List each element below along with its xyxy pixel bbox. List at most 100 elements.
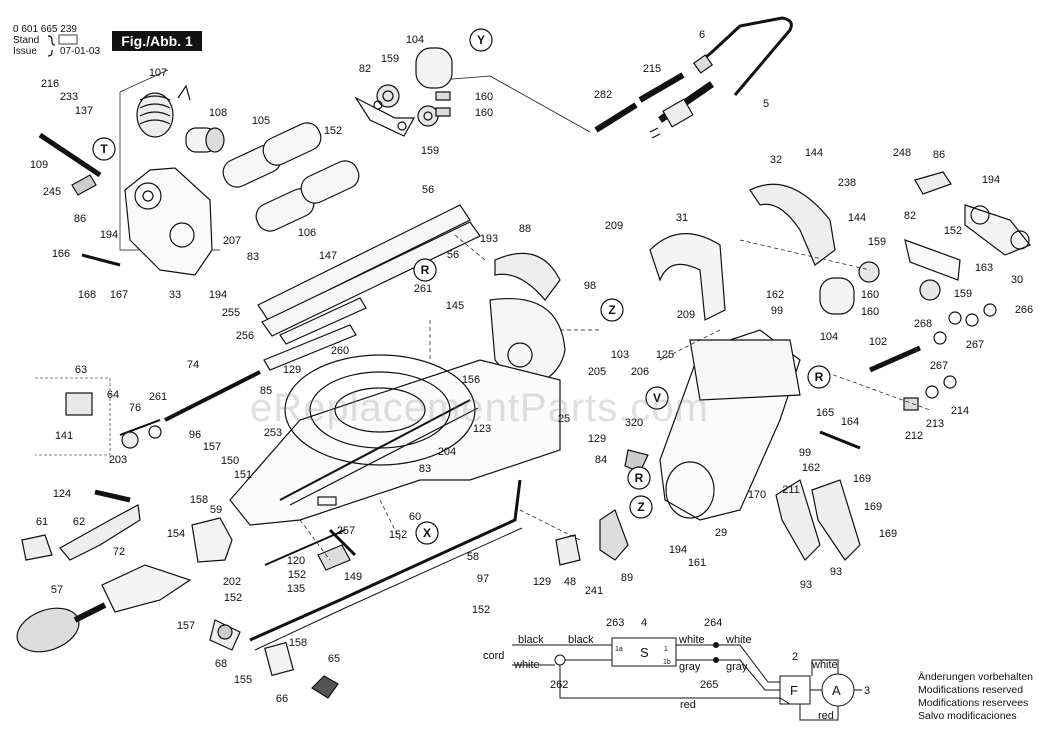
motor-label: A bbox=[832, 683, 841, 698]
part-label: 164 bbox=[841, 416, 859, 428]
part-label: 84 bbox=[595, 454, 607, 466]
wire-label-cord: cord bbox=[483, 650, 504, 662]
part-label: 209 bbox=[677, 309, 695, 321]
part-label: 104 bbox=[820, 331, 838, 343]
part-label: 202 bbox=[223, 576, 241, 588]
part-label: 159 bbox=[868, 236, 886, 248]
part-label: 160 bbox=[861, 289, 879, 301]
switch-terminal: 1 bbox=[664, 646, 668, 653]
part-label: 194 bbox=[100, 229, 118, 241]
part-label: 137 bbox=[75, 105, 93, 117]
part-label: 33 bbox=[169, 289, 181, 301]
part-label: 63 bbox=[75, 364, 87, 376]
part-label: 86 bbox=[74, 213, 86, 225]
callout-v: V bbox=[653, 391, 661, 405]
part-label: 152 bbox=[288, 569, 306, 581]
part-label: 159 bbox=[954, 288, 972, 300]
part-number: 0 601 665 239 bbox=[13, 24, 77, 35]
part-label: 48 bbox=[564, 576, 576, 588]
part-label: 215 bbox=[643, 63, 661, 75]
part-label: 264 bbox=[704, 617, 722, 629]
part-label: 162 bbox=[766, 289, 784, 301]
part-label: 99 bbox=[799, 447, 811, 459]
part-label: 65 bbox=[328, 653, 340, 665]
part-label: 267 bbox=[966, 339, 984, 351]
wire-label-red: red bbox=[818, 710, 834, 722]
part-label: 30 bbox=[1011, 274, 1023, 286]
part-label: 155 bbox=[234, 674, 252, 686]
part-label: 86 bbox=[933, 149, 945, 161]
part-label: 256 bbox=[236, 330, 254, 342]
part-label: 193 bbox=[480, 233, 498, 245]
part-label: 152 bbox=[224, 592, 242, 604]
part-label: 125 bbox=[656, 349, 674, 361]
part-label: 166 bbox=[52, 248, 70, 260]
part-label: 257 bbox=[337, 525, 355, 537]
part-label: 6 bbox=[699, 29, 705, 41]
part-label: 203 bbox=[109, 454, 127, 466]
part-label: 158 bbox=[190, 494, 208, 506]
part-label: 159 bbox=[421, 145, 439, 157]
callout-y: Y bbox=[477, 33, 485, 47]
part-label: 93 bbox=[800, 579, 812, 591]
filter-label: F bbox=[790, 683, 798, 698]
part-label: 61 bbox=[36, 516, 48, 528]
part-label: 241 bbox=[585, 585, 603, 597]
switch-terminal: 1b bbox=[663, 659, 671, 666]
part-label: 147 bbox=[319, 250, 337, 262]
part-label: 3 bbox=[864, 685, 870, 697]
part-label: 104 bbox=[406, 34, 424, 46]
part-label: 103 bbox=[611, 349, 629, 361]
part-label: 194 bbox=[982, 174, 1000, 186]
part-label: 169 bbox=[853, 473, 871, 485]
part-label: 209 bbox=[605, 220, 623, 232]
part-label: 141 bbox=[55, 430, 73, 442]
part-label: 150 bbox=[221, 455, 239, 467]
part-label: 156 bbox=[462, 374, 480, 386]
watermark: eReplacementParts.com bbox=[250, 386, 709, 430]
callout-z2: Z bbox=[637, 500, 644, 514]
part-label: 152 bbox=[389, 529, 407, 541]
part-label: 5 bbox=[763, 98, 769, 110]
part-label: 66 bbox=[276, 693, 288, 705]
part-label: 149 bbox=[344, 571, 362, 583]
part-label: 267 bbox=[930, 360, 948, 372]
part-label: 161 bbox=[688, 557, 706, 569]
part-label: 129 bbox=[283, 364, 301, 376]
part-label: 262 bbox=[550, 679, 568, 691]
part-label: 167 bbox=[110, 289, 128, 301]
callout-r1: R bbox=[421, 263, 430, 277]
part-label: 160 bbox=[475, 107, 493, 119]
part-label: 204 bbox=[438, 446, 456, 458]
part-label: 99 bbox=[771, 305, 783, 317]
part-label: 25 bbox=[558, 413, 570, 425]
part-label: 144 bbox=[848, 212, 866, 224]
note-line: Salvo modificaciones bbox=[918, 710, 1017, 722]
part-label: 29 bbox=[715, 527, 727, 539]
part-label: 169 bbox=[864, 501, 882, 513]
part-label: 266 bbox=[1015, 304, 1033, 316]
wire-label-white: white bbox=[678, 634, 705, 646]
part-label: 248 bbox=[893, 147, 911, 159]
wire-label-black: black bbox=[568, 634, 594, 646]
part-label: 57 bbox=[51, 584, 63, 596]
part-label: 56 bbox=[447, 249, 459, 261]
part-label: 32 bbox=[770, 154, 782, 166]
callout-r3: R bbox=[815, 370, 824, 384]
part-label: 151 bbox=[234, 469, 252, 481]
note-line: Änderungen vorbehalten bbox=[918, 671, 1034, 683]
part-label: 88 bbox=[519, 223, 531, 235]
part-label: 124 bbox=[53, 488, 71, 500]
part-label: 85 bbox=[260, 385, 272, 397]
wire-label-white: white bbox=[513, 659, 540, 671]
part-label: 135 bbox=[287, 583, 305, 595]
part-label: 152 bbox=[944, 225, 962, 237]
part-label: 255 bbox=[222, 307, 240, 319]
part-label: 154 bbox=[167, 528, 185, 540]
part-label: 106 bbox=[298, 227, 316, 239]
note-line: Modifications reserved bbox=[918, 684, 1024, 696]
part-label: 96 bbox=[189, 429, 201, 441]
part-label: 159 bbox=[381, 53, 399, 65]
part-label: 245 bbox=[43, 186, 61, 198]
